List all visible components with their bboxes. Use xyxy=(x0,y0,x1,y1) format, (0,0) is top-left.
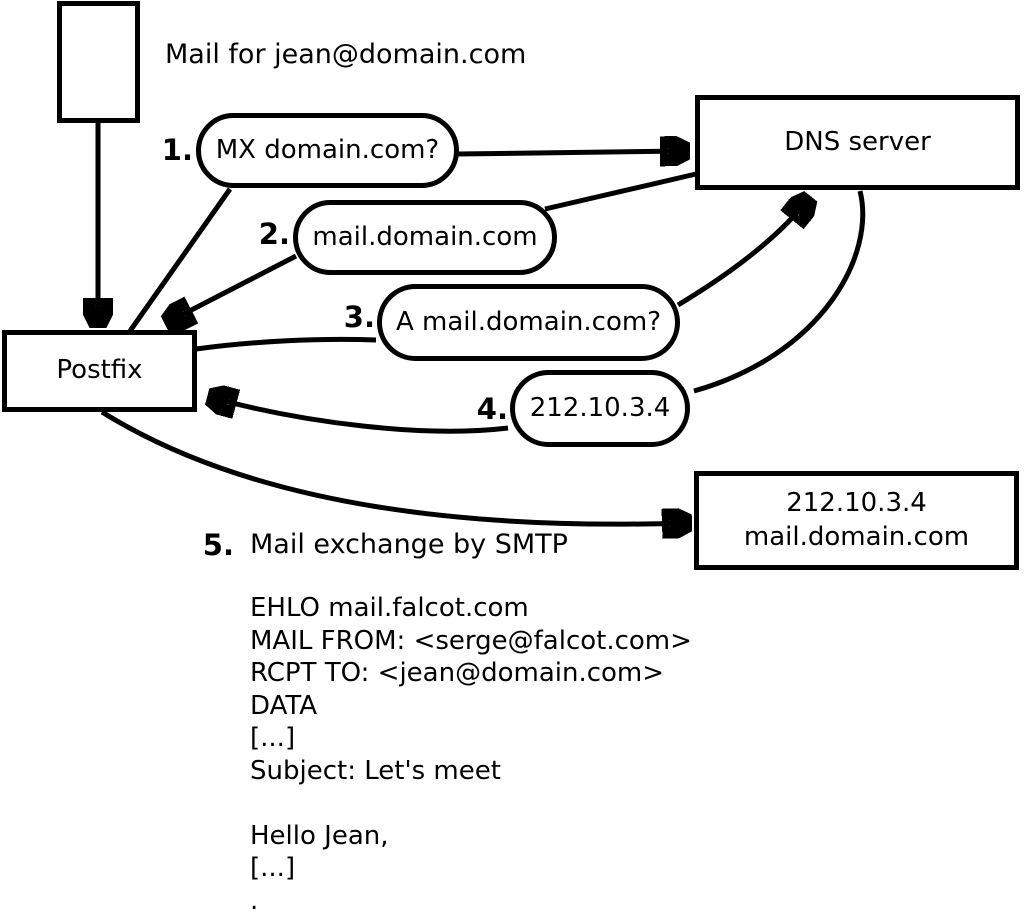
step5-number: 5. xyxy=(202,528,234,562)
arrow-postfix-to-mailserver xyxy=(100,409,686,524)
line-dns-to-mx-answer xyxy=(544,171,697,212)
step1-number: 1. xyxy=(161,133,193,167)
mail-server-hostname: mail.domain.com xyxy=(743,521,970,552)
dns-server-label: DNS server xyxy=(784,126,931,157)
mail-server-ip: 212.10.3.4 xyxy=(786,487,927,518)
step1-message-pill: MX domain.com? xyxy=(196,113,459,188)
postfix-node: Postfix xyxy=(2,330,197,412)
postfix-label: Postfix xyxy=(56,355,143,386)
step5-label: Mail exchange by SMTP xyxy=(250,529,568,560)
arrow-mx-query-to-dns xyxy=(456,151,684,154)
step2-message-label: mail.domain.com xyxy=(312,221,538,252)
arrow-mx-answer-to-postfix xyxy=(170,253,298,321)
dns-server-node: DNS server xyxy=(695,95,1020,190)
arrow-a-query-to-dns xyxy=(676,201,807,308)
step3-message-pill: A mail.domain.com? xyxy=(377,284,680,361)
step4-message-pill: 212.10.3.4 xyxy=(510,370,690,447)
step1-message-label: MX domain.com? xyxy=(215,134,440,165)
step4-message-label: 212.10.3.4 xyxy=(529,392,671,423)
step3-message-label: A mail.domain.com? xyxy=(396,306,661,337)
diagram-title: Mail for jean@domain.com xyxy=(165,39,527,70)
envelope-node xyxy=(57,1,140,123)
step2-number: 2. xyxy=(258,217,290,251)
step4-number: 4. xyxy=(476,392,508,426)
step3-number: 3. xyxy=(343,300,375,334)
line-postfix-to-mx-query xyxy=(127,187,233,333)
line-postfix-to-a-query xyxy=(195,336,377,352)
step2-message-pill: mail.domain.com xyxy=(293,200,557,275)
mail-server-node: 212.10.3.4 mail.domain.com xyxy=(694,471,1019,570)
line-dns-to-a-answer xyxy=(693,190,866,394)
arrow-a-answer-to-postfix xyxy=(213,398,509,434)
smtp-session-text: EHLO mail.falcot.com MAIL FROM: <serge@f… xyxy=(250,593,692,916)
